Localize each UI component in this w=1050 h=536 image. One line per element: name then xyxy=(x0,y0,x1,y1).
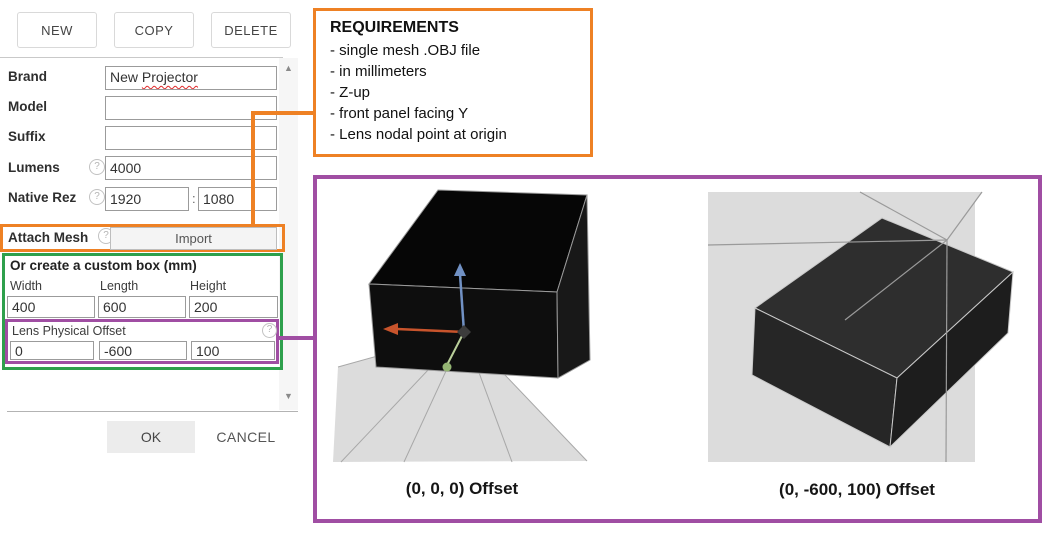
requirement-item: - Z-up xyxy=(330,84,371,101)
left-offset-caption: (0, 0, 0) Offset xyxy=(405,479,519,498)
x-axis-arrowhead xyxy=(383,323,398,335)
model-input[interactable] xyxy=(105,96,277,120)
requirements-title: REQUIREMENTS xyxy=(330,19,459,36)
requirement-item: - Lens nodal point at origin xyxy=(330,126,507,143)
native-rez-label: Native Rez xyxy=(8,190,77,205)
orange-connector-horizontal xyxy=(251,111,313,115)
projector-box-3d xyxy=(368,189,591,379)
brand-value-misspelled: Projector xyxy=(141,69,198,85)
requirement-item: - front panel facing Y xyxy=(330,105,469,122)
toolbar-divider xyxy=(0,57,283,58)
delete-button[interactable]: DELETE xyxy=(211,12,291,48)
lumens-help-icon[interactable]: ? xyxy=(89,159,105,175)
scroll-up-arrow[interactable]: ▲ xyxy=(284,63,293,73)
projection-plane-wedge xyxy=(860,192,982,240)
lens-offset-callout-rect xyxy=(5,319,279,364)
orange-connector-vertical xyxy=(251,111,255,225)
preview-3d-lens-offset xyxy=(707,191,1014,463)
y-axis-arrow xyxy=(446,331,465,366)
brand-input[interactable]: New Projector xyxy=(105,66,277,90)
cancel-button[interactable]: CANCEL xyxy=(210,421,282,453)
ok-button[interactable]: OK xyxy=(107,421,195,453)
new-button[interactable]: NEW xyxy=(17,12,97,48)
form-bottom-divider xyxy=(7,411,298,412)
width-input[interactable] xyxy=(7,296,95,318)
requirements-box: REQUIREMENTS - single mesh .OBJ file - i… xyxy=(313,8,593,157)
lens-offset-z-input[interactable] xyxy=(191,341,275,360)
brand-value-head: New xyxy=(110,69,142,85)
requirement-item: - single mesh .OBJ file xyxy=(330,42,481,59)
z-axis-arrow xyxy=(458,273,466,333)
native-rez-separator: : xyxy=(192,191,196,206)
x-axis-arrow xyxy=(396,327,465,334)
lumens-input[interactable] xyxy=(105,156,277,180)
preview-3d-origin-offset xyxy=(333,189,591,463)
right-offset-caption: (0, -600, 100) Offset xyxy=(779,480,935,499)
height-input[interactable] xyxy=(189,296,278,318)
lens-offset-y-input[interactable] xyxy=(99,341,187,360)
brand-label: Brand xyxy=(8,69,48,84)
y-axis-handle xyxy=(442,362,452,372)
lumens-label: Lumens xyxy=(8,160,60,175)
width-label: Width xyxy=(10,279,42,293)
length-label: Length xyxy=(100,279,139,293)
suffix-input[interactable] xyxy=(105,126,277,150)
frustum-lines-offset xyxy=(707,191,983,463)
custom-box-title: Or create a custom box (mm) xyxy=(10,258,197,273)
suffix-label: Suffix xyxy=(8,129,46,144)
lens-offset-label: Lens Physical Offset xyxy=(12,324,126,338)
attach-mesh-label: Attach Mesh xyxy=(8,230,89,245)
custom-box-callout-rect xyxy=(2,253,283,370)
native-rez-help-icon[interactable]: ? xyxy=(89,189,105,205)
origin-point xyxy=(457,325,471,339)
height-label: Height xyxy=(190,279,227,293)
scroll-down-arrow[interactable]: ▼ xyxy=(284,391,293,401)
projector-box-3d-offset xyxy=(751,217,1014,449)
form-scrollbar[interactable]: ▲ ▼ xyxy=(279,58,298,410)
copy-button[interactable]: COPY xyxy=(114,12,194,48)
z-axis-arrowhead xyxy=(454,263,466,276)
import-mesh-button[interactable]: Import xyxy=(110,227,277,250)
axis-gizmo xyxy=(383,263,471,372)
native-rez-h-input[interactable] xyxy=(105,187,189,211)
lens-offset-x-input[interactable] xyxy=(10,341,94,360)
purple-connector-horizontal xyxy=(279,336,313,340)
model-label: Model xyxy=(8,99,47,114)
lens-offset-help-icon[interactable]: ? xyxy=(262,323,277,338)
requirement-item: - in millimeters xyxy=(330,63,427,80)
native-rez-v-input[interactable] xyxy=(198,187,277,211)
length-input[interactable] xyxy=(98,296,186,318)
attach-mesh-callout-rect xyxy=(0,224,285,252)
